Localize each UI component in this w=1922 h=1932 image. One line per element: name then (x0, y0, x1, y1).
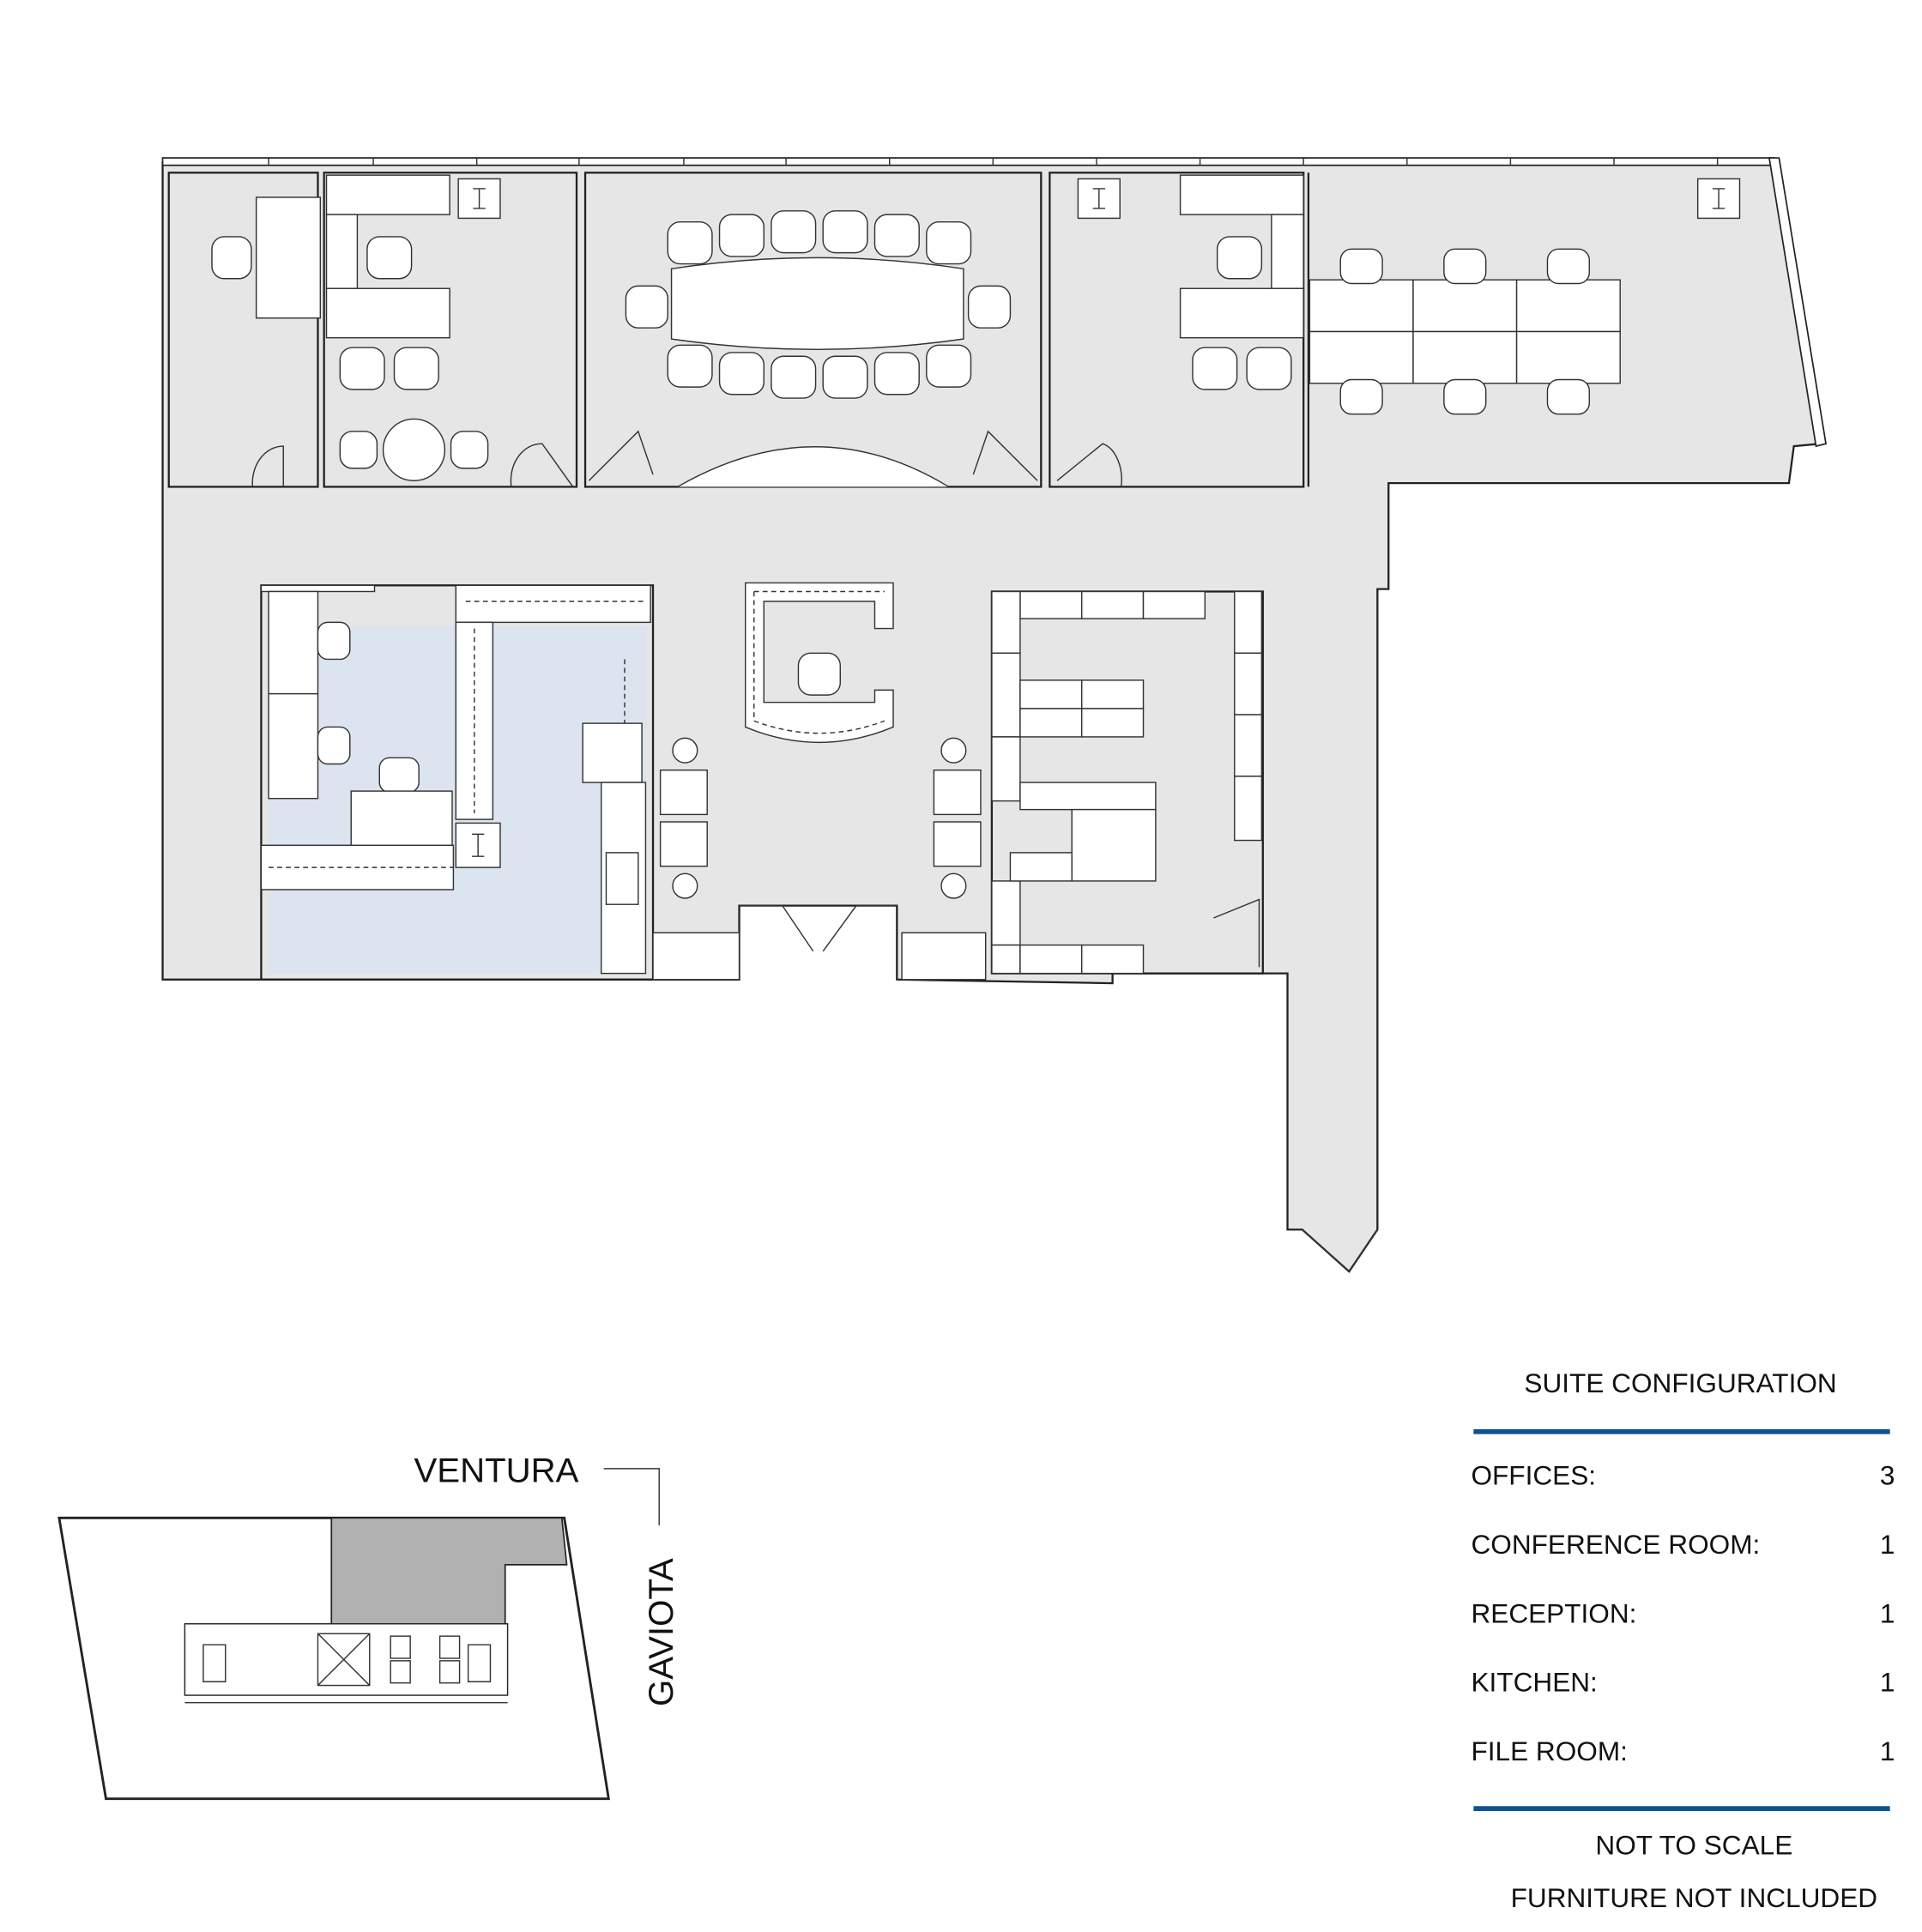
desk (325, 287, 450, 339)
office-2 (323, 172, 578, 488)
legend-value: 1 (1880, 1529, 1895, 1560)
legend-label: OFFICES: (1471, 1460, 1596, 1491)
legend-label: KITCHEN: (1471, 1667, 1597, 1698)
legend-label: CONFERENCE ROOM: (1471, 1529, 1760, 1560)
legend-title: SUITE CONFIGURATION (1524, 1367, 1836, 1398)
credenza (677, 446, 950, 488)
legend-value: 1 (1880, 1597, 1895, 1628)
chair (366, 236, 413, 280)
lounge-seating (659, 737, 982, 899)
mullions (268, 158, 1719, 166)
chair (211, 236, 252, 280)
office-1 (167, 172, 319, 488)
legend-value: 1 (1880, 1736, 1895, 1766)
file-shelving (991, 590, 1263, 975)
legend-value: 1 (1880, 1667, 1895, 1698)
legend-label: FILE ROOM: (1471, 1736, 1627, 1766)
furniture-note: FURNITURE NOT INCLUDED (1511, 1882, 1877, 1913)
not-to-scale-note: NOT TO SCALE (1595, 1829, 1792, 1860)
column-marker-icons (455, 178, 1741, 868)
street-label-ventura: VENTURA (414, 1452, 578, 1490)
desk (350, 790, 453, 848)
building-core (184, 1623, 509, 1696)
conference-chairs (625, 210, 1012, 399)
chair (797, 652, 841, 696)
conference-table (670, 257, 964, 351)
reception-desk (745, 582, 894, 744)
legend-rule-bottom (1473, 1806, 1890, 1812)
legend-row: FILE ROOM: 1 (1471, 1736, 1895, 1766)
doors (251, 430, 1378, 1273)
suite-configuration-legend: SUITE CONFIGURATION OFFICES: 3 CONFERENC… (1471, 1367, 1895, 1913)
window-wall-angled (1768, 157, 1827, 448)
legend-row: RECEPTION: 1 (1471, 1597, 1895, 1628)
desk (255, 196, 322, 319)
floor-plan (161, 157, 1827, 1273)
round-table (382, 418, 446, 481)
street-label-gaviota: GAVIOTA (642, 1558, 680, 1706)
refrigerator (582, 722, 643, 783)
legend-rule-top (1473, 1428, 1890, 1434)
desk (1179, 287, 1304, 339)
legend-label: RECEPTION: (1471, 1597, 1636, 1628)
workstations (1309, 248, 1621, 415)
legend-row: CONFERENCE ROOM: 1 (1471, 1529, 1895, 1560)
window-wall (161, 157, 1775, 166)
sink (605, 852, 639, 905)
legend-row: OFFICES: 3 (1471, 1460, 1895, 1491)
legend-row: KITCHEN: 1 (1471, 1667, 1895, 1698)
legend-value: 3 (1880, 1460, 1895, 1491)
key-plan: VENTURA GAVIOTA (57, 1452, 680, 1801)
